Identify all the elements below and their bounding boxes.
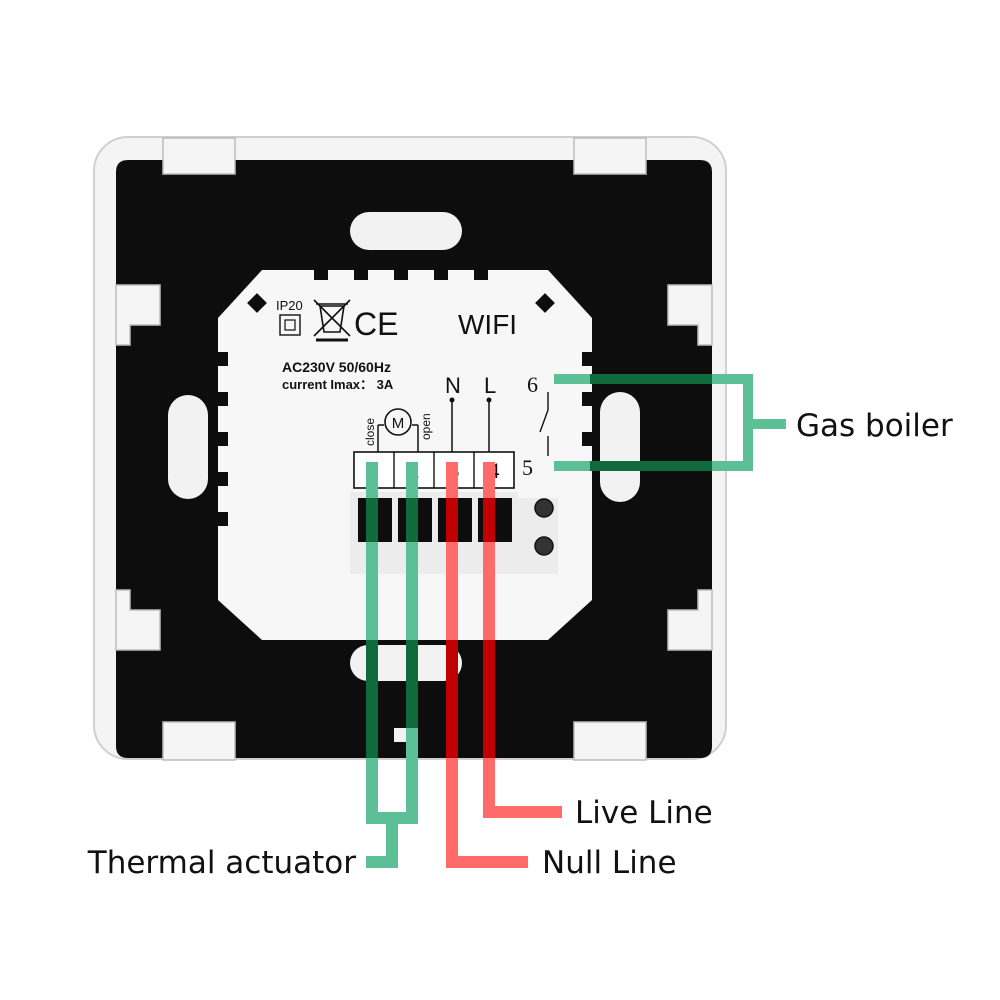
left-lower-clip <box>115 589 161 651</box>
top-vents <box>314 270 488 280</box>
thermal-actuator-label: Thermal actuator <box>87 845 356 881</box>
right-lower-clip <box>667 589 713 651</box>
right-upper-clip <box>667 284 713 346</box>
gas-boiler-wires <box>554 374 786 471</box>
right-screw-slot <box>600 392 640 502</box>
thermal-actuator-wires <box>366 462 418 868</box>
neutral-symbol: N <box>445 373 461 398</box>
live-line-label: Live Line <box>575 795 713 831</box>
live-line-wire <box>483 462 562 818</box>
corner-notch-left <box>247 293 267 313</box>
ce-mark: CE <box>354 306 398 342</box>
top-screw-slot <box>350 212 462 250</box>
relay-terminal-6: 6 <box>527 372 538 397</box>
relay-terminal-5: 5 <box>522 455 533 480</box>
motor-letter: M <box>392 415 405 432</box>
gas-boiler-label: Gas boiler <box>796 408 953 444</box>
top-left-clip <box>162 137 236 175</box>
right-vents <box>582 352 592 446</box>
weee-bin-icon <box>313 299 351 342</box>
live-symbol: L <box>484 373 496 398</box>
left-screw-slot <box>168 395 208 499</box>
bottom-right-clip <box>573 721 647 761</box>
corner-notch-right <box>535 293 555 313</box>
rating-voltage: AC230V 50/60Hz <box>282 359 391 375</box>
terminal-housing: IP20 CE WIFI AC230V 50/60Hz current Imax… <box>218 270 592 640</box>
actuator-motor-symbol: M close open <box>363 408 433 452</box>
null-line-label: Null Line <box>542 845 677 881</box>
open-label: open <box>419 413 433 440</box>
relay-screw-top <box>534 498 554 518</box>
top-right-clip <box>573 137 647 175</box>
relay-screw-bottom <box>534 536 554 556</box>
power-line-wires <box>446 462 562 868</box>
close-label: close <box>363 418 377 446</box>
relay-switch-symbol <box>539 392 549 456</box>
green-wire-to-label <box>366 818 398 868</box>
wifi-label: WIFI <box>458 309 517 340</box>
bottom-left-clip <box>162 721 236 761</box>
double-insulation-icon <box>279 314 301 336</box>
rating-current: current Imax： 3A <box>282 377 394 392</box>
left-upper-clip <box>115 284 161 346</box>
null-line-wire <box>446 462 528 868</box>
left-vents <box>218 352 228 526</box>
ip-rating: IP20 <box>276 298 303 313</box>
